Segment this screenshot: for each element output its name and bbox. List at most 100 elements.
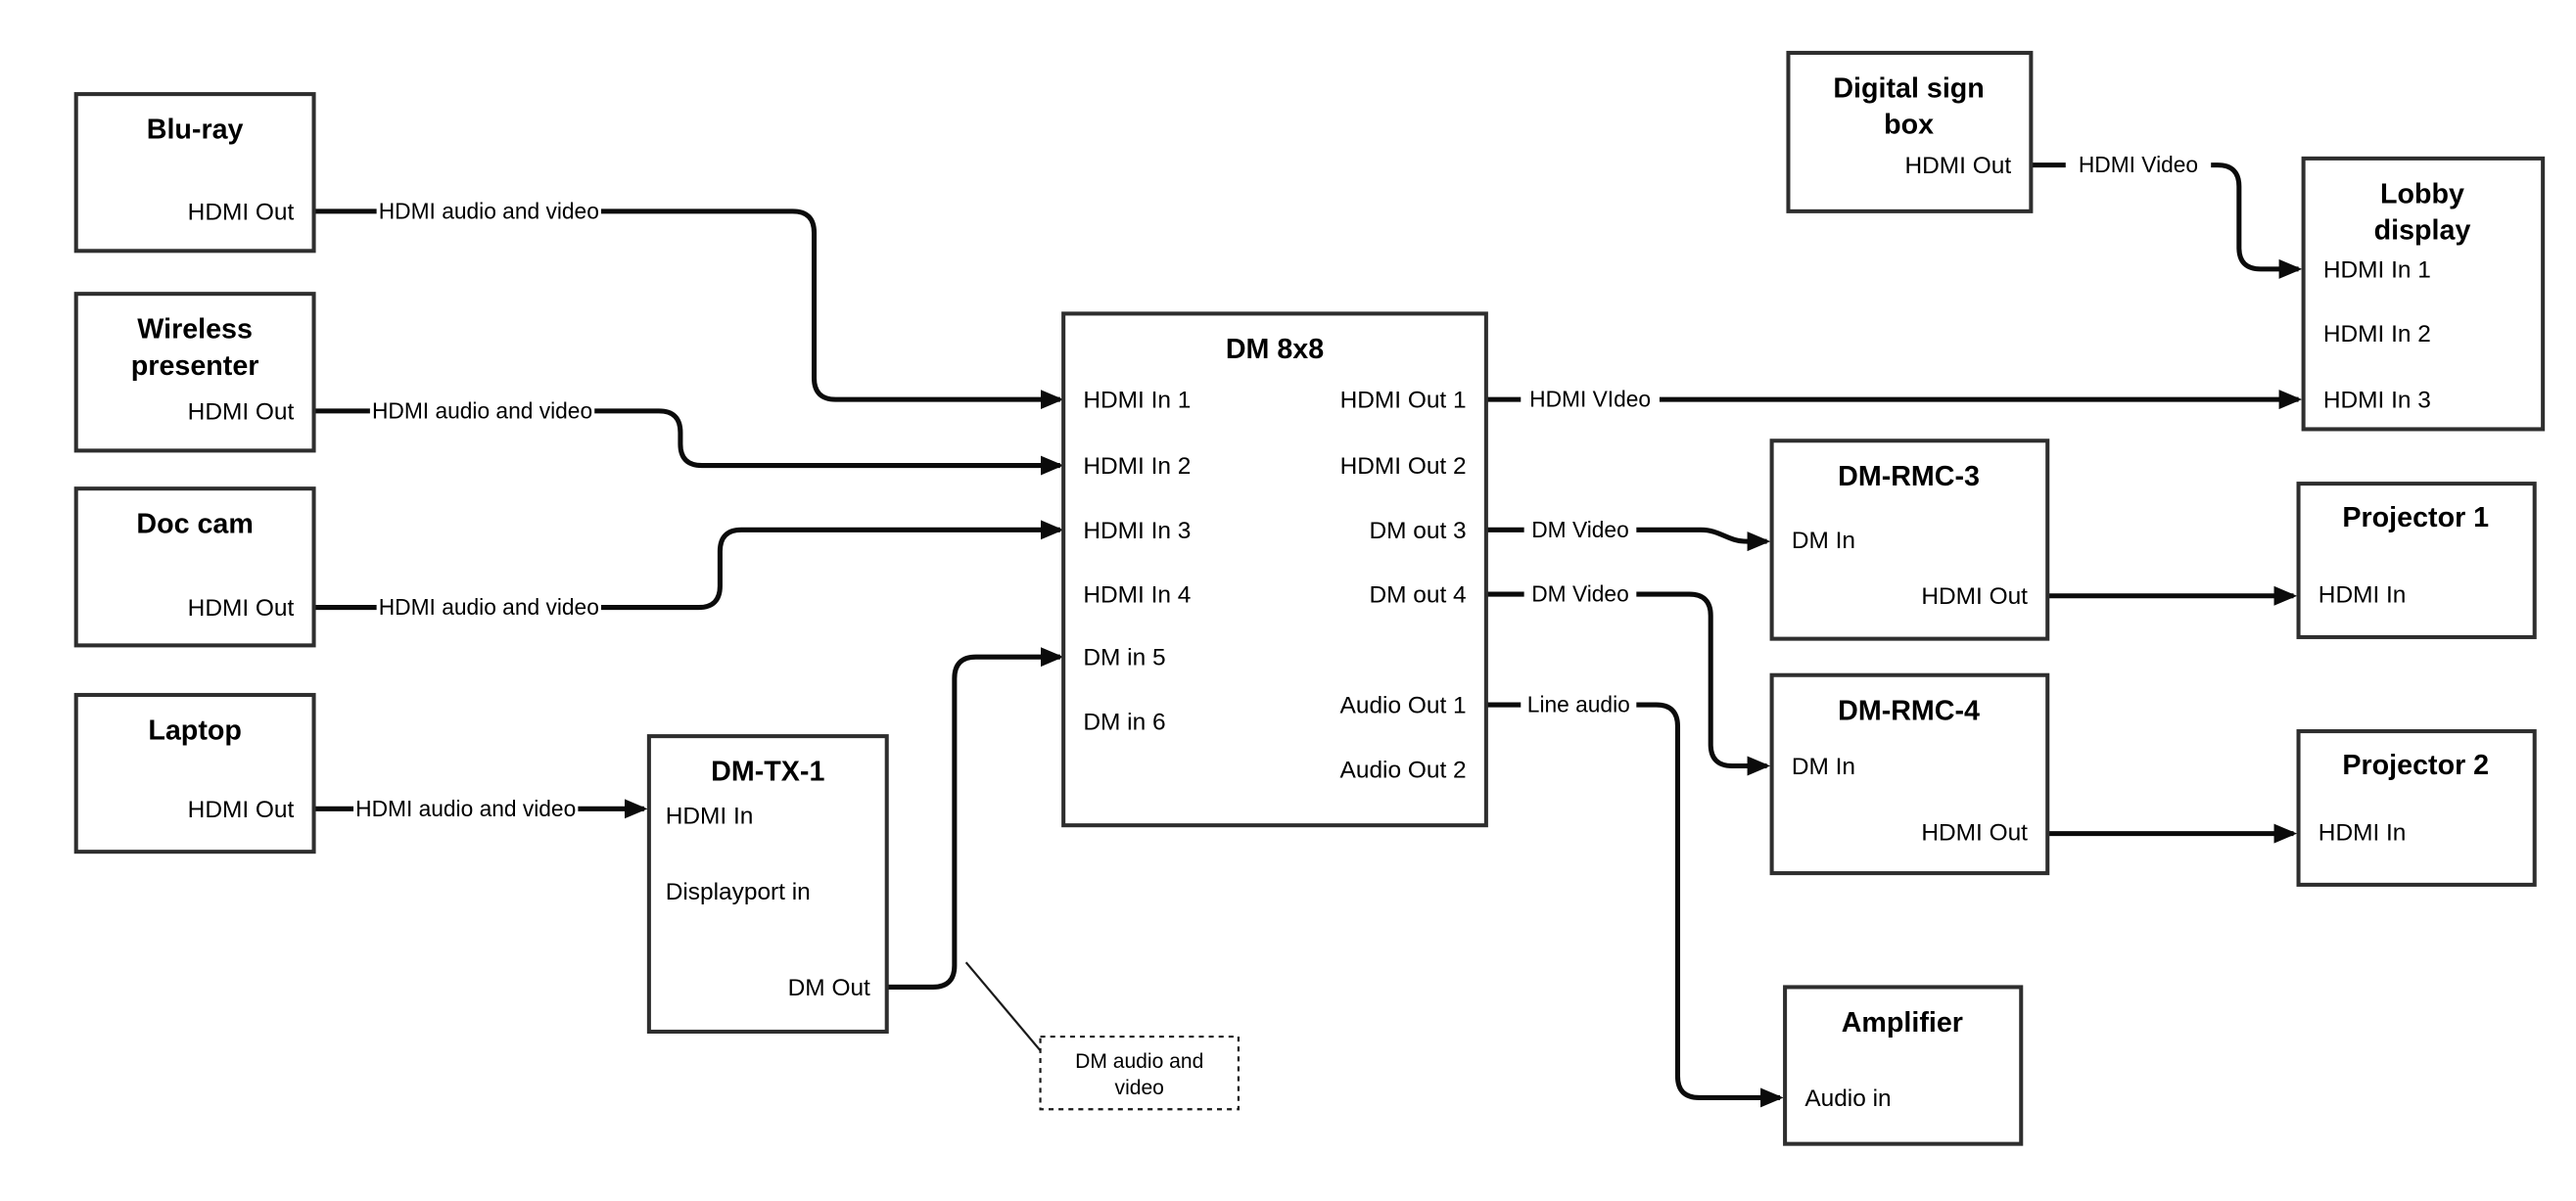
edge-label-digitalsign-lobby: HDMI Video (2079, 152, 2198, 177)
node-digitalsign-box (1786, 50, 2034, 213)
node-digitalsign-port-hdmi-out: HDMI Out (1905, 153, 2012, 179)
node-projector1-port-hdmi-in: HDMI In (2318, 582, 2407, 609)
edge-label-audio1-amp: Line audio (1527, 692, 1630, 717)
note-callout-line (964, 961, 1047, 1057)
node-lobby-port-hdmi-in-2: HDMI In 2 (2323, 321, 2431, 347)
edge-digitalsign-lobby-line (2031, 162, 2303, 279)
node-laptop-port-hdmi-out: HDMI Out (188, 797, 295, 823)
node-dm8x8-port-audio-out-1: Audio Out 1 (1340, 693, 1467, 719)
edge-label-out3-rmc3: DM Video (1531, 517, 1628, 542)
node-dm8x8-port-hdmi-out-2: HDMI Out 2 (1340, 453, 1467, 480)
node-wireless-title-line1: Wireless (137, 314, 253, 346)
node-projector1: Projector 1 HDMI In (2296, 482, 2537, 639)
edge-out3-rmc3-line (1485, 527, 1771, 552)
node-lobby-port-hdmi-in-1: HDMI In 1 (2323, 256, 2431, 283)
node-doccam: Doc cam HDMI Out (73, 486, 316, 648)
node-lobby-title-line2: display (2374, 215, 2471, 247)
node-dm8x8-port-audio-out-2: Audio Out 2 (1340, 757, 1467, 783)
node-dmtx1-port-dm-out: DM Out (788, 975, 870, 1001)
node-dm8x8-port-dm-out-4: DM out 4 (1369, 582, 1466, 609)
node-laptop: Laptop HDMI Out (73, 692, 316, 855)
node-amplifier: Amplifier Audio in (1783, 985, 2024, 1146)
node-doccam-title: Doc cam (136, 509, 253, 540)
node-dmtx1-title: DM-TX-1 (711, 757, 824, 788)
node-dmtx1-port-hdmi-in: HDMI In (666, 803, 754, 829)
edge-label-bg (1521, 383, 1660, 415)
node-doccam-port-hdmi-out: HDMI Out (188, 595, 295, 622)
edge-label-bg (376, 590, 601, 623)
node-wireless-box (73, 292, 316, 453)
node-dm8x8-port-dm-in-5: DM in 5 (1083, 645, 1165, 671)
node-dm8x8: DM 8x8 HDMI In 1 HDMI In 2 HDMI In 3 HDM… (1061, 311, 1488, 828)
edge-label-out4-rmc4: DM Video (1531, 581, 1628, 607)
edge-label-bg (1521, 688, 1637, 720)
node-lobby-port-hdmi-in-3: HDMI In 3 (2323, 388, 2431, 414)
node-digitalsign-title-line2: box (1884, 110, 1934, 141)
node-bluray-port-hdmi-out: HDMI Out (188, 199, 295, 225)
edge-out4-rmc4-line (1485, 591, 1771, 776)
node-bluray-title: Blu-ray (147, 115, 244, 146)
node-dm8x8-port-dm-in-6: DM in 6 (1083, 709, 1165, 735)
node-projector1-box (2296, 482, 2537, 639)
node-projector2-box (2296, 729, 2537, 887)
edge-label-bg (2065, 148, 2212, 180)
node-dm8x8-port-hdmi-in-2: HDMI In 2 (1083, 453, 1191, 480)
edge-label-bg (353, 792, 579, 824)
edge-audio1-amp-line (1485, 702, 1784, 1108)
edge-label-bg (369, 394, 595, 427)
edge-label-bluray: HDMI audio and video (379, 198, 599, 223)
edge-doccam-dm8x8-line (313, 520, 1064, 611)
node-dmtx1-port-displayport-in: Displayport in (666, 879, 811, 905)
node-amplifier-port-audio-in: Audio in (1804, 1086, 1891, 1112)
node-digitalsign-title-line1: Digital sign (1833, 72, 1984, 104)
node-dmrmc3-box (1769, 439, 2050, 641)
node-wireless-title-line2: presenter (131, 350, 259, 382)
node-dmrmc4-title: DM-RMC-4 (1838, 695, 1980, 726)
node-lobby-title-line1: Lobby (2380, 178, 2464, 209)
node-dm8x8-title: DM 8x8 (1226, 334, 1324, 365)
node-projector2: Projector 2 HDMI In (2296, 729, 2537, 887)
node-bluray-box (73, 92, 316, 254)
node-dmrmc4-port-hdmi-out: HDMI Out (1921, 819, 2028, 846)
node-laptop-box (73, 692, 316, 855)
node-dm8x8-box (1061, 311, 1488, 828)
node-dmrmc3-port-hdmi-out: HDMI Out (1921, 583, 2028, 610)
edge-label-doccam: HDMI audio and video (379, 594, 599, 620)
node-laptop-title: Laptop (148, 715, 241, 746)
edge-label-bg (1523, 513, 1637, 545)
note-dm-audio-video: DM audio and video (1039, 1035, 1241, 1111)
node-dm8x8-port-hdmi-in-3: HDMI In 3 (1083, 518, 1191, 544)
node-dmtx1: DM-TX-1 HDMI In Displayport in DM Out (646, 734, 889, 1035)
node-projector2-port-hdmi-in: HDMI In (2318, 819, 2407, 846)
node-dm8x8-port-hdmi-out-1: HDMI Out 1 (1340, 388, 1467, 414)
edge-label-bg (376, 194, 601, 227)
node-dm8x8-port-dm-out-3: DM out 3 (1369, 518, 1466, 544)
edge-label-wireless: HDMI audio and video (372, 397, 592, 423)
node-projector2-title: Projector 2 (2342, 750, 2489, 781)
node-lobby-box (2301, 156, 2546, 432)
node-wireless-port-hdmi-out: HDMI Out (188, 398, 295, 425)
edge-labels: HDMI audio and video HDMI audio and vide… (353, 148, 2212, 824)
node-doccam-box (73, 486, 316, 648)
node-bluray: Blu-ray HDMI Out (73, 92, 316, 254)
node-dm8x8-port-hdmi-in-4: HDMI In 4 (1083, 582, 1191, 609)
edge-dmtx1-dm8x8-line (886, 647, 1064, 990)
node-dmrmc4: DM-RMC-4 DM In HDMI Out (1769, 672, 2050, 876)
note-text-line2: video (1115, 1077, 1164, 1099)
node-amplifier-box (1783, 985, 2024, 1146)
node-dmrmc4-port-dm-in: DM In (1792, 754, 1855, 780)
edge-label-out1-lobby: HDMI VIdeo (1529, 387, 1651, 412)
node-dmrmc3: DM-RMC-3 DM In HDMI Out (1769, 439, 2050, 641)
node-dmtx1-box (646, 734, 889, 1035)
node-lobby-display: Lobby display HDMI In 1 HDMI In 2 HDMI I… (2301, 156, 2546, 432)
edge-bluray-dm8x8-line (313, 208, 1064, 410)
note-box (1039, 1035, 1241, 1111)
edge-label-bg (1523, 577, 1637, 610)
node-wireless-presenter: Wireless presenter HDMI Out (73, 292, 316, 453)
node-amplifier-title: Amplifier (1842, 1007, 1963, 1039)
edge-wireless-dm8x8-line (313, 408, 1064, 476)
node-dm8x8-port-hdmi-in-1: HDMI In 1 (1083, 388, 1191, 414)
edge-label-laptop: HDMI audio and video (355, 796, 576, 821)
node-digitalsign: Digital sign box HDMI Out (1786, 50, 2034, 213)
